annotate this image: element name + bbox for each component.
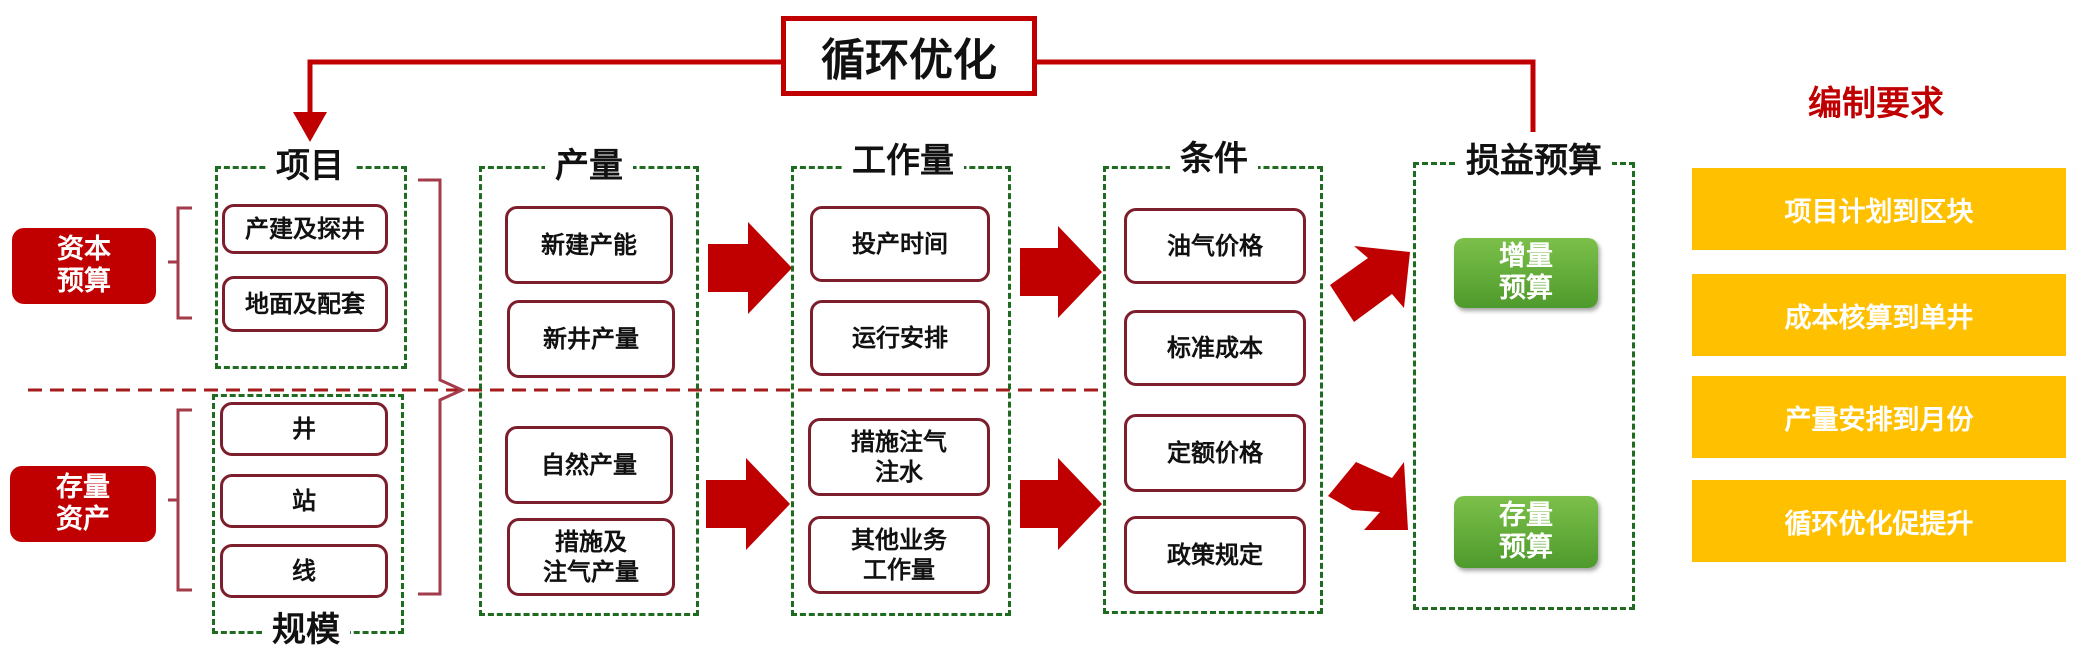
workload-group-title: 工作量 [842,141,964,181]
output-box-new-well-output: 新井产量 [507,300,675,378]
loop-arrowhead [293,112,327,142]
arrow-workload-conditions-upper [1020,226,1102,318]
project-box-station: 站 [220,474,388,528]
workload-box-other-business: 其他业务 工作量 [808,516,990,594]
requirement-item: 循环优化促提升 [1692,480,2066,562]
requirement-item: 项目计划到区块 [1692,168,2066,250]
conditions-group-title: 条件 [1170,139,1258,179]
conditions-box-policy: 政策规定 [1124,516,1306,594]
requirements-title: 编制要求 [1808,84,1944,124]
bracket-capital [168,206,192,320]
requirement-item: 成本核算到单井 [1692,274,2066,356]
output-group-title: 产量 [545,146,633,186]
bracket-stock [168,408,192,592]
stock-assets-label: 存量 资产 [10,466,156,542]
loop-box: 循环优化 [781,16,1037,96]
conditions-box-oil-gas-price: 油气价格 [1124,208,1306,284]
conditions-box-quota-price: 定额价格 [1124,414,1306,492]
project-box-production-exploration: 产建及探井 [222,204,388,254]
arrow-output-workload-lower [706,458,790,550]
incremental-budget-box: 增量 预算 [1454,238,1598,308]
output-box-measures-gas-injection: 措施及 注气产量 [507,518,675,596]
workload-box-production-time: 投产时间 [810,206,990,282]
project-box-well: 井 [220,402,388,456]
brace-right [418,178,466,596]
stock-budget-box: 存量 预算 [1454,496,1598,568]
output-box-natural-output: 自然产量 [505,426,673,504]
project-group-title: 项目 [266,146,354,186]
arrow-conditions-budget-lower [1328,462,1408,530]
arrow-workload-conditions-lower [1020,458,1102,550]
arrow-output-workload-upper [708,222,792,314]
requirement-item: 产量安排到月份 [1692,376,2066,458]
project-group-bottom-title: 规模 [262,610,350,650]
project-box-surface-facilities: 地面及配套 [222,276,388,332]
output-box-new-capacity: 新建产能 [505,206,673,284]
arrow-conditions-budget-upper [1330,246,1410,322]
workload-box-operation-schedule: 运行安排 [810,300,990,376]
conditions-box-standard-cost: 标准成本 [1124,310,1306,386]
budget-group-title: 损益预算 [1456,141,1612,181]
loop-label: 循环优化 [821,35,997,86]
workload-box-measures-injection: 措施注气 注水 [808,418,990,496]
capital-budget-label: 资本 预算 [12,228,156,304]
project-group-upper [215,166,407,369]
project-box-line: 线 [220,544,388,598]
